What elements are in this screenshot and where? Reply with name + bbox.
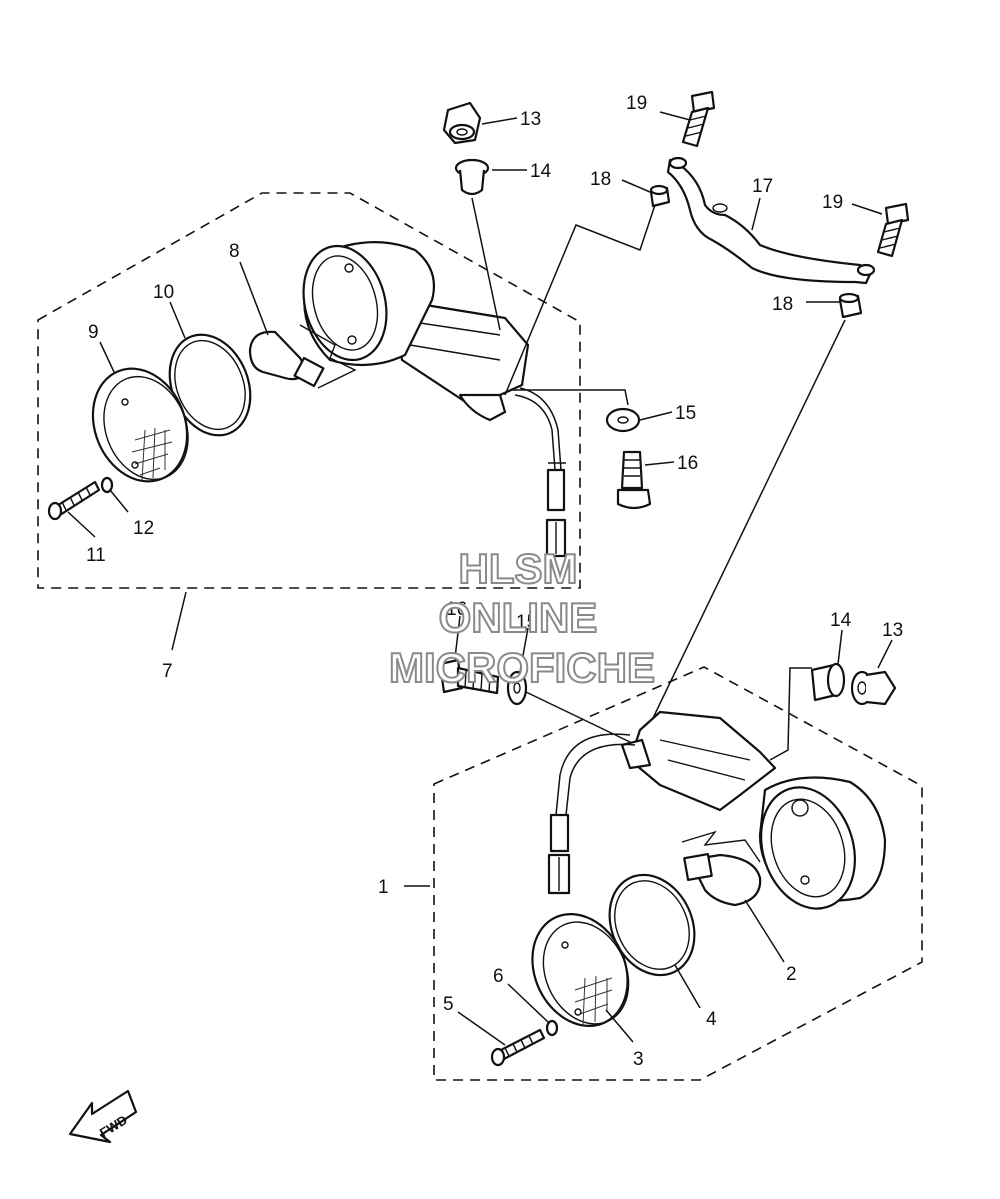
label-19-upper: 19	[626, 93, 647, 114]
label-12: 12	[133, 518, 154, 539]
label-18-lower: 18	[772, 294, 793, 315]
label-2: 2	[786, 964, 797, 985]
grommet-lower	[810, 662, 846, 702]
label-15-right: 15	[675, 403, 696, 424]
assembly-7-boundary	[37, 192, 581, 589]
label-6: 6	[493, 966, 504, 987]
label-3: 3	[633, 1049, 644, 1070]
label-17: 17	[752, 176, 773, 197]
part-number-labels: 1 2 3 4 5 6 7 8 9 10 11 12 13 13 14 14 1…	[86, 93, 903, 1070]
label-14-lower: 14	[830, 610, 852, 631]
screw-upper	[47, 480, 101, 521]
screw-lower	[490, 1028, 546, 1067]
label-14-upper: 14	[530, 161, 552, 182]
bolt-upper-16	[616, 450, 652, 510]
leader-lines	[67, 111, 893, 1046]
bulb-upper	[248, 324, 357, 389]
label-8: 8	[229, 241, 240, 262]
nut-lower	[850, 670, 897, 706]
washer-upper	[100, 476, 114, 494]
label-7: 7	[162, 661, 173, 682]
label-15-left: 15	[516, 612, 537, 633]
label-13-lower: 13	[882, 620, 903, 641]
label-16-left: 16	[446, 599, 467, 620]
label-11: 11	[86, 545, 106, 566]
grommet-upper	[454, 158, 490, 196]
label-10: 10	[153, 282, 174, 303]
watermark-line-2: ONLINE	[439, 594, 598, 641]
washer-lower-15	[506, 670, 528, 706]
label-19-lower: 19	[822, 192, 843, 213]
washer-lower	[545, 1019, 559, 1037]
fwd-arrow-icon: FWD	[68, 1089, 138, 1144]
bolt-lower-16	[438, 658, 500, 695]
assembly-1-boundary	[433, 666, 923, 1081]
collar-upper	[649, 184, 671, 208]
bolt-19-left	[681, 90, 716, 148]
label-1: 1	[378, 877, 389, 898]
label-18-upper: 18	[590, 169, 611, 190]
label-13-upper: 13	[520, 109, 541, 130]
washer-upper-15	[605, 407, 641, 433]
bulb-lower	[681, 830, 762, 907]
label-16-right: 16	[677, 453, 698, 474]
nut-upper	[442, 101, 482, 145]
lens-lower	[531, 912, 630, 1028]
label-4: 4	[706, 1009, 717, 1030]
watermark-line-3: MICROFICHE	[389, 644, 655, 691]
label-5: 5	[443, 994, 454, 1015]
bolt-19-right	[876, 202, 910, 258]
collar-lower	[838, 292, 863, 319]
bracket	[666, 156, 876, 285]
watermark: HLSM ONLINE MICROFICHE	[388, 544, 656, 692]
watermark-line-1: HLSM	[459, 545, 578, 592]
upper-turn-signal-housing	[302, 241, 567, 558]
label-9: 9	[88, 322, 99, 343]
lower-turn-signal-housing	[547, 710, 887, 910]
lens-upper	[91, 367, 189, 483]
